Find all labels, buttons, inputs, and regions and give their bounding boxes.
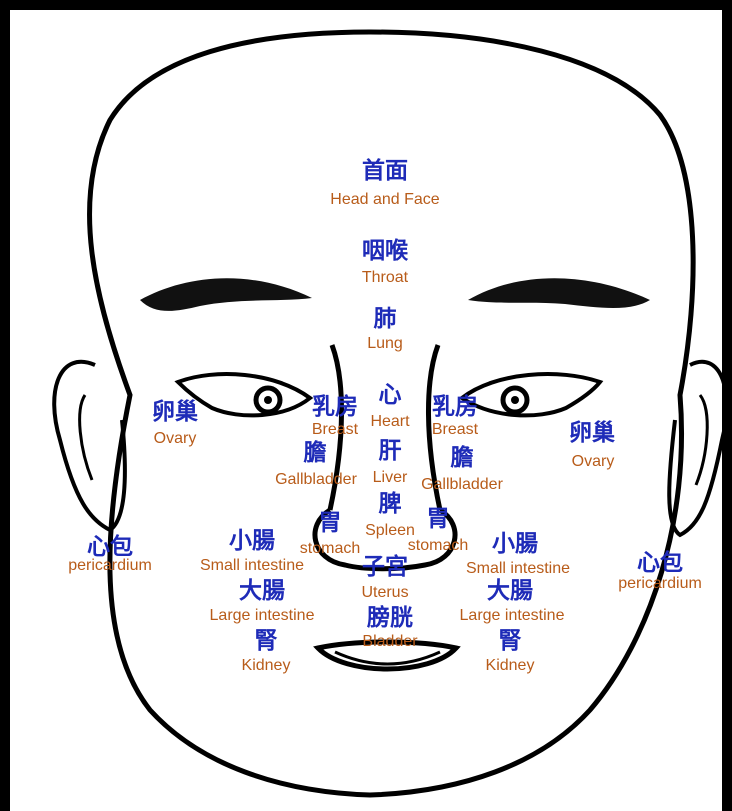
throat-english: Throat (330, 270, 440, 286)
large-intestine-right-english: Large intestine (440, 608, 584, 624)
liver-chinese: 肝 (355, 440, 425, 463)
gallbladder-left-chinese: 膽 (285, 442, 345, 465)
small-intestine-left-chinese: 小腸 (212, 530, 292, 553)
uterus-english: Uterus (335, 585, 435, 601)
stomach-right-chinese: 胃 (408, 508, 468, 531)
lung-chinese: 肺 (350, 308, 420, 331)
ovary-right-chinese: 卵巢 (552, 422, 632, 445)
kidney-left-chinese: 腎 (236, 630, 296, 653)
gallbladder-left-english: Gallbladder (262, 472, 370, 488)
lung-english: Lung (340, 336, 430, 352)
throat-chinese: 咽喉 (330, 240, 440, 263)
kidney-right-english: Kidney (470, 658, 550, 674)
small-intestine-right-english: Small intestine (446, 561, 590, 577)
breast-right-english: Breast (415, 422, 495, 438)
left-eyebrow (140, 278, 312, 311)
breast-left-english: Breast (295, 422, 375, 438)
right-eyebrow (468, 278, 650, 308)
head-face-english: Head and Face (300, 192, 470, 208)
gallbladder-right-chinese: 膽 (432, 447, 492, 470)
kidney-left-english: Kidney (226, 658, 306, 674)
pericardium-left-chinese: 心包 (80, 536, 140, 559)
breast-right-chinese: 乳房 (420, 396, 490, 419)
ovary-left-chinese: 卵巢 (135, 401, 215, 424)
kidney-right-chinese: 腎 (480, 630, 540, 653)
stomach-right-english: stomach (396, 538, 480, 554)
stomach-left-english: stomach (288, 541, 372, 557)
large-intestine-left-english: Large intestine (190, 608, 334, 624)
bladder-chinese: 膀胱 (345, 607, 435, 630)
pericardium-right-chinese: 心包 (630, 552, 690, 575)
gallbladder-right-english: Gallbladder (408, 477, 516, 493)
pericardium-left-english: pericardium (48, 558, 172, 574)
small-intestine-right-chinese: 小腸 (475, 533, 555, 556)
bladder-english: Bladder (345, 634, 435, 650)
large-intestine-left-chinese: 大腸 (222, 580, 302, 603)
pericardium-right-english: pericardium (598, 576, 722, 592)
breast-left-chinese: 乳房 (300, 396, 370, 419)
uterus-chinese: 子宮 (345, 556, 425, 579)
stomach-left-chinese: 胃 (300, 512, 360, 535)
small-intestine-left-english: Small intestine (180, 558, 324, 574)
large-intestine-right-chinese: 大腸 (470, 580, 550, 603)
ovary-right-english: Ovary (548, 454, 638, 470)
ovary-left-english: Ovary (130, 431, 220, 447)
head-face-chinese: 首面 (330, 160, 440, 183)
